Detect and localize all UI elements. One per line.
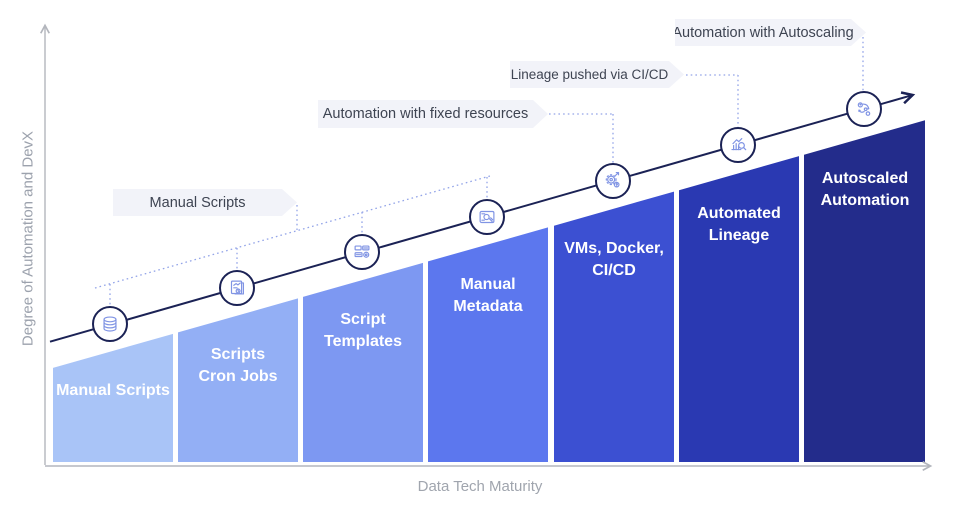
bar-label-vms-docker: VMs, Docker, CI/CD	[554, 238, 674, 282]
bar-label-line: Metadata	[453, 298, 523, 315]
node-autoscaled-automation	[846, 91, 882, 127]
bar-label-line: Scripts	[210, 346, 266, 363]
callout-label: Automation with fixed resources	[322, 106, 529, 122]
bar-shape-autoscaled-automation	[804, 120, 925, 463]
bar-shape-manual-scripts	[53, 333, 173, 462]
node-manual-metadata	[469, 199, 505, 235]
script-templates-icon	[354, 245, 370, 258]
callout-manual-scripts: Manual Scripts	[113, 189, 297, 216]
callout-automation-autoscaling: Automation with Autoscaling	[675, 19, 866, 46]
bar-label-line: Lineage	[708, 227, 770, 244]
bar-shape-manual-metadata	[428, 227, 548, 462]
bar-shape-script-templates	[303, 262, 423, 462]
metadata-icon	[479, 210, 495, 224]
bar-label-scripts-cron: Scripts Cron Jobs	[178, 344, 298, 388]
automation-gear-icon	[605, 171, 620, 188]
y-axis-label: Degree of Automation and DevX	[19, 130, 37, 347]
callout-label: Lineage pushed via CI/CD	[510, 67, 669, 82]
bar-label-script-templates: Script Templates	[303, 309, 423, 353]
x-axis-label: Data Tech Maturity	[417, 478, 543, 495]
database-icon	[103, 316, 117, 332]
bar-label-line: Templates	[324, 333, 402, 350]
node-script-templates	[344, 234, 380, 270]
bar-label-line: VMs, Docker,	[564, 240, 664, 257]
bar-label-line: Script	[340, 311, 386, 328]
bar-label-manual-scripts: Manual Scripts	[53, 380, 173, 402]
bar-label-automated-lineage: Automated Lineage	[679, 203, 799, 247]
bar-shape-scripts-cron	[178, 298, 298, 462]
bar-label-line: Cron Jobs	[198, 368, 278, 385]
bar-label-line: CI/CD	[592, 262, 636, 279]
callout-automation-fixed-resources: Automation with fixed resources	[318, 100, 548, 128]
bar-label-line: Automation	[820, 192, 910, 209]
callout-lineage-cicd: Lineage pushed via CI/CD	[510, 61, 684, 88]
bar-label-manual-metadata: Manual Metadata	[428, 274, 548, 318]
script-document-icon	[230, 280, 245, 295]
lineage-search-icon	[731, 137, 747, 151]
node-automated-lineage	[720, 127, 756, 163]
bar-label-line: Manual	[460, 276, 516, 293]
bar-shape-vms-docker	[554, 191, 674, 462]
bar-shape-automated-lineage	[679, 156, 799, 462]
node-scripts-cron	[219, 270, 255, 306]
node-manual-scripts	[92, 306, 128, 342]
callout-label: Manual Scripts	[149, 194, 246, 211]
bar-label-autoscaled-automation: Autoscaled Automation	[805, 168, 925, 212]
bar-label-line: Manual Scripts	[56, 382, 170, 399]
callout-label: Automation with Autoscaling	[672, 24, 854, 41]
node-vms-docker	[595, 163, 631, 199]
bar-label-line: Autoscaled	[821, 170, 909, 187]
workflow-automation-icon	[857, 102, 871, 116]
bar-label-line: Automated	[697, 205, 781, 222]
